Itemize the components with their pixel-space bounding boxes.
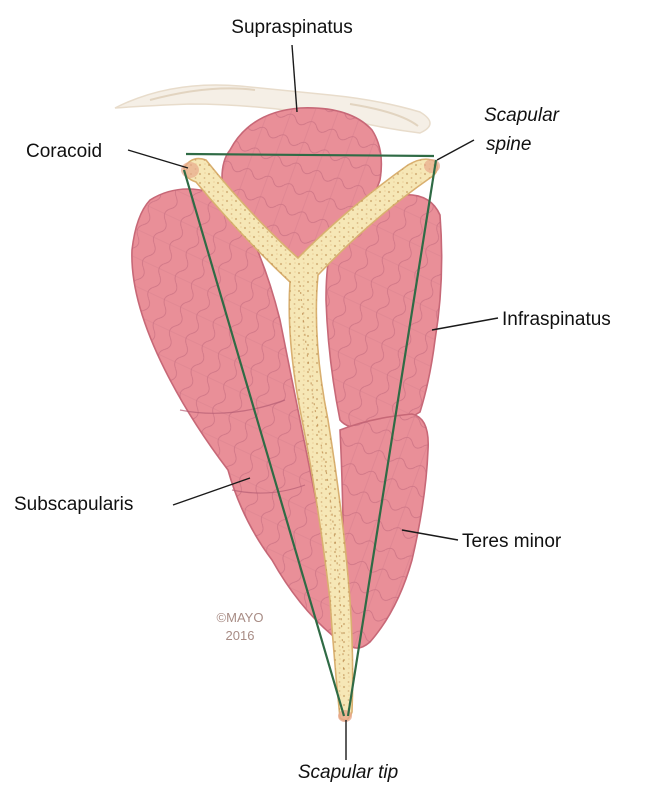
watermark-line2: 2016 bbox=[226, 628, 255, 643]
triangle-top-edge bbox=[186, 154, 434, 156]
leader-coracoid bbox=[128, 150, 188, 168]
leader-infraspinatus bbox=[432, 318, 498, 330]
label-subscapularis: Subscapularis bbox=[14, 494, 133, 515]
label-scapular-spine-line2: spine bbox=[486, 134, 531, 155]
teres-minor-muscle bbox=[340, 414, 428, 648]
label-coracoid: Coracoid bbox=[26, 141, 102, 162]
leader-scapular-spine bbox=[437, 140, 474, 160]
label-scapular-tip: Scapular tip bbox=[298, 762, 398, 783]
watermark-line1: ©MAYO bbox=[217, 610, 264, 625]
label-scapular-spine-line1: Scapular bbox=[484, 105, 560, 126]
label-supraspinatus: Supraspinatus bbox=[231, 17, 352, 38]
label-teres-minor: Teres minor bbox=[462, 531, 562, 552]
label-infraspinatus: Infraspinatus bbox=[502, 309, 611, 330]
